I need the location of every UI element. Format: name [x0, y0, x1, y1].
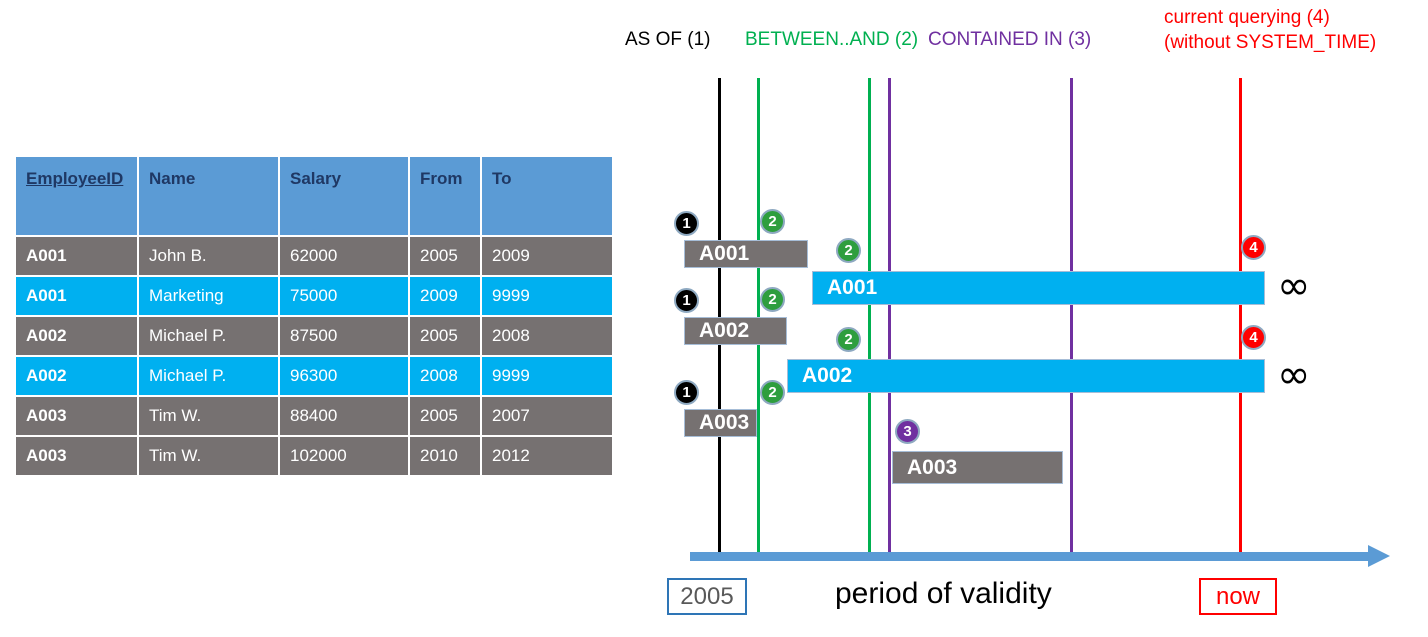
marker-3-a003: 3	[895, 419, 920, 444]
bar-a002-historic: A002	[684, 317, 787, 345]
cell-employee_id: A003	[14, 435, 139, 477]
cell-from: 2009	[408, 275, 482, 317]
cell-to: 2007	[480, 395, 614, 437]
cell-employee_id: A001	[14, 235, 139, 277]
vertical-line-now	[1239, 78, 1242, 560]
axis-tick-now: now	[1199, 578, 1277, 615]
cell-name: John B.	[137, 235, 280, 277]
infinity-a002: ∞	[1277, 352, 1311, 398]
cell-employee_id: A003	[14, 395, 139, 437]
cell-from: 2005	[408, 315, 482, 357]
cell-employee_id: A002	[14, 355, 139, 397]
cell-name: Marketing	[137, 275, 280, 317]
marker-1-a003: 1	[674, 380, 699, 405]
legend-between-and: BETWEEN..AND (2)	[745, 29, 919, 50]
time-axis-line	[690, 552, 1370, 561]
cell-to: 2008	[480, 315, 614, 357]
infinity-a001: ∞	[1277, 263, 1311, 309]
marker-4-a002: 4	[1241, 325, 1266, 350]
legend-contained-in: CONTAINED IN (3)	[928, 29, 1092, 50]
cell-salary: 75000	[278, 275, 410, 317]
cell-to: 9999	[480, 275, 614, 317]
cell-employee_id: A002	[14, 315, 139, 357]
column-header-employeeid: EmployeeID	[14, 155, 139, 237]
bar-a001-historic: A001	[684, 240, 808, 268]
bar-a002-current: A002	[787, 359, 1265, 393]
cell-name: Michael P.	[137, 315, 280, 357]
cell-salary: 96300	[278, 355, 410, 397]
marker-2-a002: 2	[760, 287, 785, 312]
axis-tick-2005: 2005	[667, 578, 747, 615]
marker-2-a001: 2	[760, 209, 785, 234]
column-header-from: From	[408, 155, 482, 237]
marker-2-a001b: 2	[836, 238, 861, 263]
bar-a003-second: A003	[892, 451, 1063, 484]
cell-to: 9999	[480, 355, 614, 397]
cell-name: Tim W.	[137, 395, 280, 437]
marker-1-a001: 1	[674, 211, 699, 236]
axis-title: period of validity	[835, 577, 1052, 610]
cell-salary: 62000	[278, 235, 410, 277]
bar-a003-historic: A003	[684, 409, 757, 437]
marker-1-a002: 1	[674, 288, 699, 313]
cell-name: Michael P.	[137, 355, 280, 397]
cell-from: 2005	[408, 235, 482, 277]
cell-salary: 102000	[278, 435, 410, 477]
marker-4-a001: 4	[1241, 235, 1266, 260]
cell-to: 2009	[480, 235, 614, 277]
vertical-line-contained-start	[888, 78, 891, 560]
cell-from: 2008	[408, 355, 482, 397]
legend-current-querying: current querying (4)	[1164, 7, 1330, 28]
vertical-line-contained-end	[1070, 78, 1073, 560]
legend-as-of: AS OF (1)	[625, 29, 711, 50]
column-header-salary: Salary	[278, 155, 410, 237]
cell-from: 2005	[408, 395, 482, 437]
cell-salary: 88400	[278, 395, 410, 437]
column-header-employeeid-label: EmployeeID	[26, 169, 124, 188]
cell-to: 2012	[480, 435, 614, 477]
legend-without-system-time: (without SYSTEM_TIME)	[1164, 32, 1377, 53]
column-header-to: To	[480, 155, 614, 237]
cell-from: 2010	[408, 435, 482, 477]
vertical-line-between-end	[868, 78, 871, 560]
cell-salary: 87500	[278, 315, 410, 357]
table-header-row: EmployeeID Name Salary From To	[14, 155, 614, 237]
bar-a001-current: A001	[812, 271, 1265, 305]
marker-2-a002b: 2	[836, 327, 861, 352]
time-axis-arrow-icon	[1368, 545, 1390, 567]
cell-employee_id: A001	[14, 275, 139, 317]
column-header-name: Name	[137, 155, 280, 237]
cell-name: Tim W.	[137, 435, 280, 477]
marker-2-a003: 2	[760, 380, 785, 405]
